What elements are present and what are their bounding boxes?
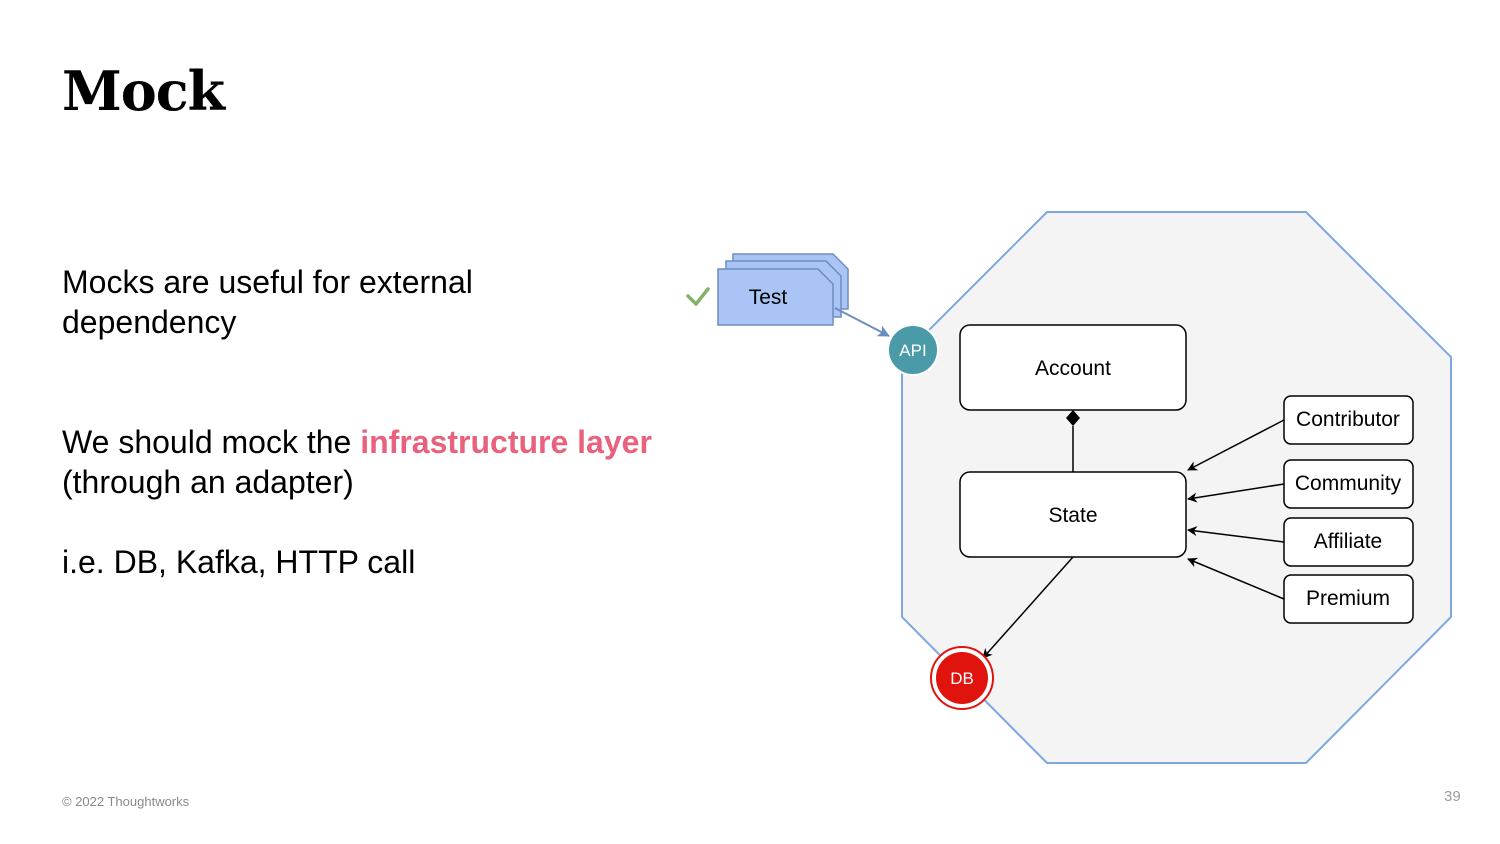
paragraph-suffix: (through an adapter) — [62, 464, 354, 500]
copyright-footer: © 2022 Thoughtworks — [62, 794, 190, 809]
api-label: API — [899, 341, 926, 360]
community-label: Community — [1295, 472, 1402, 495]
affiliate-arrow — [1187, 526, 1285, 543]
db-node: DB — [930, 646, 994, 710]
community-box: Community — [1283, 459, 1414, 509]
paragraph-prefix: We should mock the — [62, 424, 361, 460]
state-to-db-arrow — [982, 556, 1074, 659]
state-label: State — [1048, 504, 1097, 527]
api-node: API — [887, 324, 939, 376]
premium-label: Premium — [1306, 587, 1390, 610]
premium-arrow — [1187, 557, 1285, 600]
premium-box: Premium — [1283, 574, 1414, 624]
slide-title: Mock — [62, 59, 225, 123]
highlight-infrastructure-layer: infrastructure layer — [360, 424, 652, 460]
paragraph-mock-infrastructure: We should mock the infrastructure layer(… — [62, 422, 762, 502]
account-box: Account — [959, 324, 1187, 411]
state-box: State — [959, 471, 1187, 558]
paragraph-examples: i.e. DB, Kafka, HTTP call — [62, 544, 416, 580]
contributor-box: Contributor — [1283, 395, 1414, 445]
composition-diamond-icon — [1066, 410, 1080, 426]
db-label: DB — [950, 669, 974, 688]
page-number: 39 — [1444, 788, 1461, 805]
test-stack: Test — [717, 253, 849, 326]
account-label: Account — [1035, 357, 1111, 380]
contributor-arrow — [1187, 419, 1285, 471]
test-label: Test — [749, 286, 788, 309]
affiliate-label: Affiliate — [1314, 530, 1383, 553]
check-icon — [686, 287, 710, 306]
affiliate-box: Affiliate — [1283, 517, 1414, 567]
community-arrow — [1187, 483, 1285, 503]
test-to-api-arrow — [834, 307, 890, 337]
contributor-label: Contributor — [1296, 408, 1400, 431]
paragraph-mocks-useful: Mocks are useful for external dependency — [62, 264, 473, 340]
